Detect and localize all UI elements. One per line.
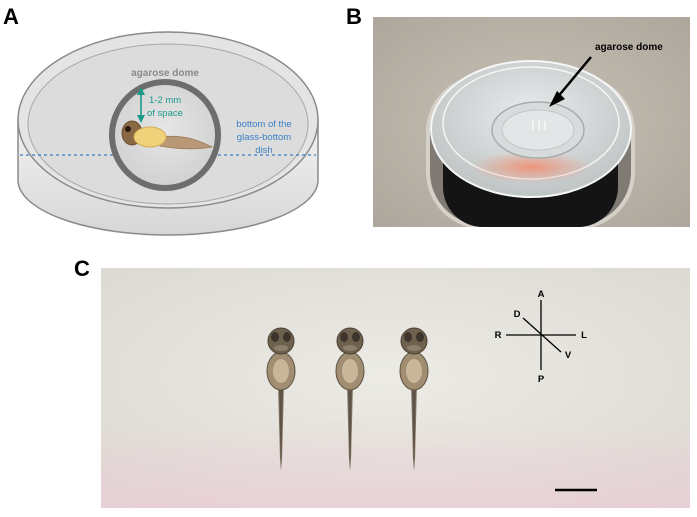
axis-label-right: R	[495, 330, 502, 341]
bottom-label-line1: bottom of the	[236, 119, 291, 130]
space-double-arrow	[137, 87, 145, 123]
panel-b-photo: agarose dome	[373, 17, 690, 227]
bottom-label-line3: dish	[255, 145, 272, 156]
axis-label-posterior: P	[538, 374, 545, 385]
tadpole-lateral-icon	[121, 120, 214, 150]
orientation-axes	[506, 300, 576, 370]
axis-label-dorsal: D	[514, 309, 521, 320]
panel-letter-b: B	[346, 4, 362, 29]
axis-label-anterior: A	[538, 289, 545, 300]
axis-label-left: L	[581, 330, 587, 341]
dome-label: agarose dome	[131, 68, 199, 79]
bottom-label-line2: glass-bottom	[237, 132, 291, 143]
glass-bottom-dish	[430, 60, 632, 198]
dome-arrow-label: agarose dome	[595, 42, 663, 53]
panel-letter-c: C	[74, 256, 90, 281]
panel-c-photo: A P R L D V	[101, 268, 690, 508]
panel-a-schematic: agarose dome 1-2 mm of space bottom of t…	[17, 31, 319, 236]
space-label-line2: of space	[147, 108, 183, 119]
axis-label-ventral: V	[565, 350, 572, 361]
space-label-line1: 1-2 mm	[149, 95, 181, 106]
dome-pointer-arrow	[549, 56, 592, 107]
panel-letter-a: A	[3, 4, 19, 29]
